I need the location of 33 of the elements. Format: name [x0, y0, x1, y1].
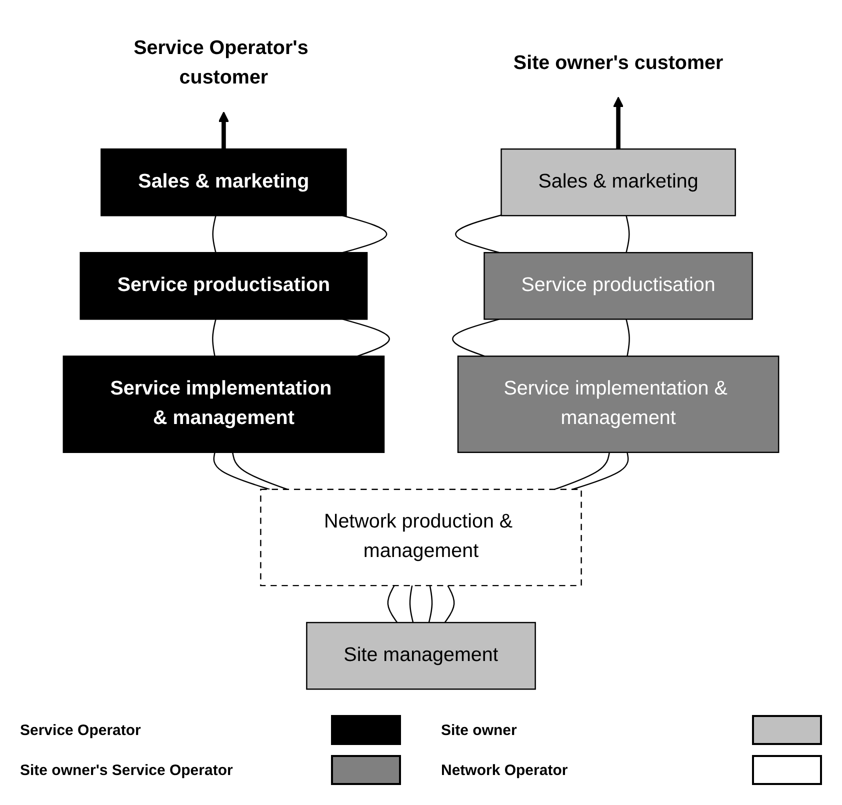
node-box — [260, 488, 582, 586]
arrow — [218, 112, 230, 150]
legend-label: Service Operator — [20, 722, 141, 738]
legend-label: Site owner's Service Operator — [20, 762, 233, 778]
connector — [387, 585, 398, 623]
node-box — [500, 148, 736, 216]
connector — [342, 318, 390, 357]
node-text: Site owner's customer — [513, 52, 724, 74]
node-box — [100, 148, 347, 216]
connector — [212, 319, 216, 356]
connector — [572, 452, 629, 490]
connector — [212, 215, 216, 253]
connector — [444, 585, 455, 623]
diagram: Service Operator's customer Site owner's customer Sales & marketing Service productisation Service implementation & management Sales & marketing Service productisation Service implementation & management Network production & management Site management — [6, 6, 836, 699]
node-box — [484, 252, 753, 320]
connector — [626, 215, 630, 253]
connector — [455, 214, 502, 254]
connector — [554, 452, 610, 490]
node-box — [80, 252, 368, 320]
connector — [232, 452, 288, 490]
connector — [428, 585, 433, 623]
node-box — [62, 356, 385, 453]
node-box — [306, 622, 536, 690]
connector — [342, 215, 388, 254]
legend-label: Network Operator — [441, 762, 568, 778]
legend-label: Site owner — [441, 722, 517, 738]
node-text: Service Operator's customer — [134, 38, 308, 89]
connector — [213, 452, 270, 490]
connector — [409, 585, 414, 623]
connector — [452, 318, 500, 357]
arrow — [612, 96, 624, 150]
node-box — [457, 356, 780, 453]
connector — [626, 319, 630, 356]
